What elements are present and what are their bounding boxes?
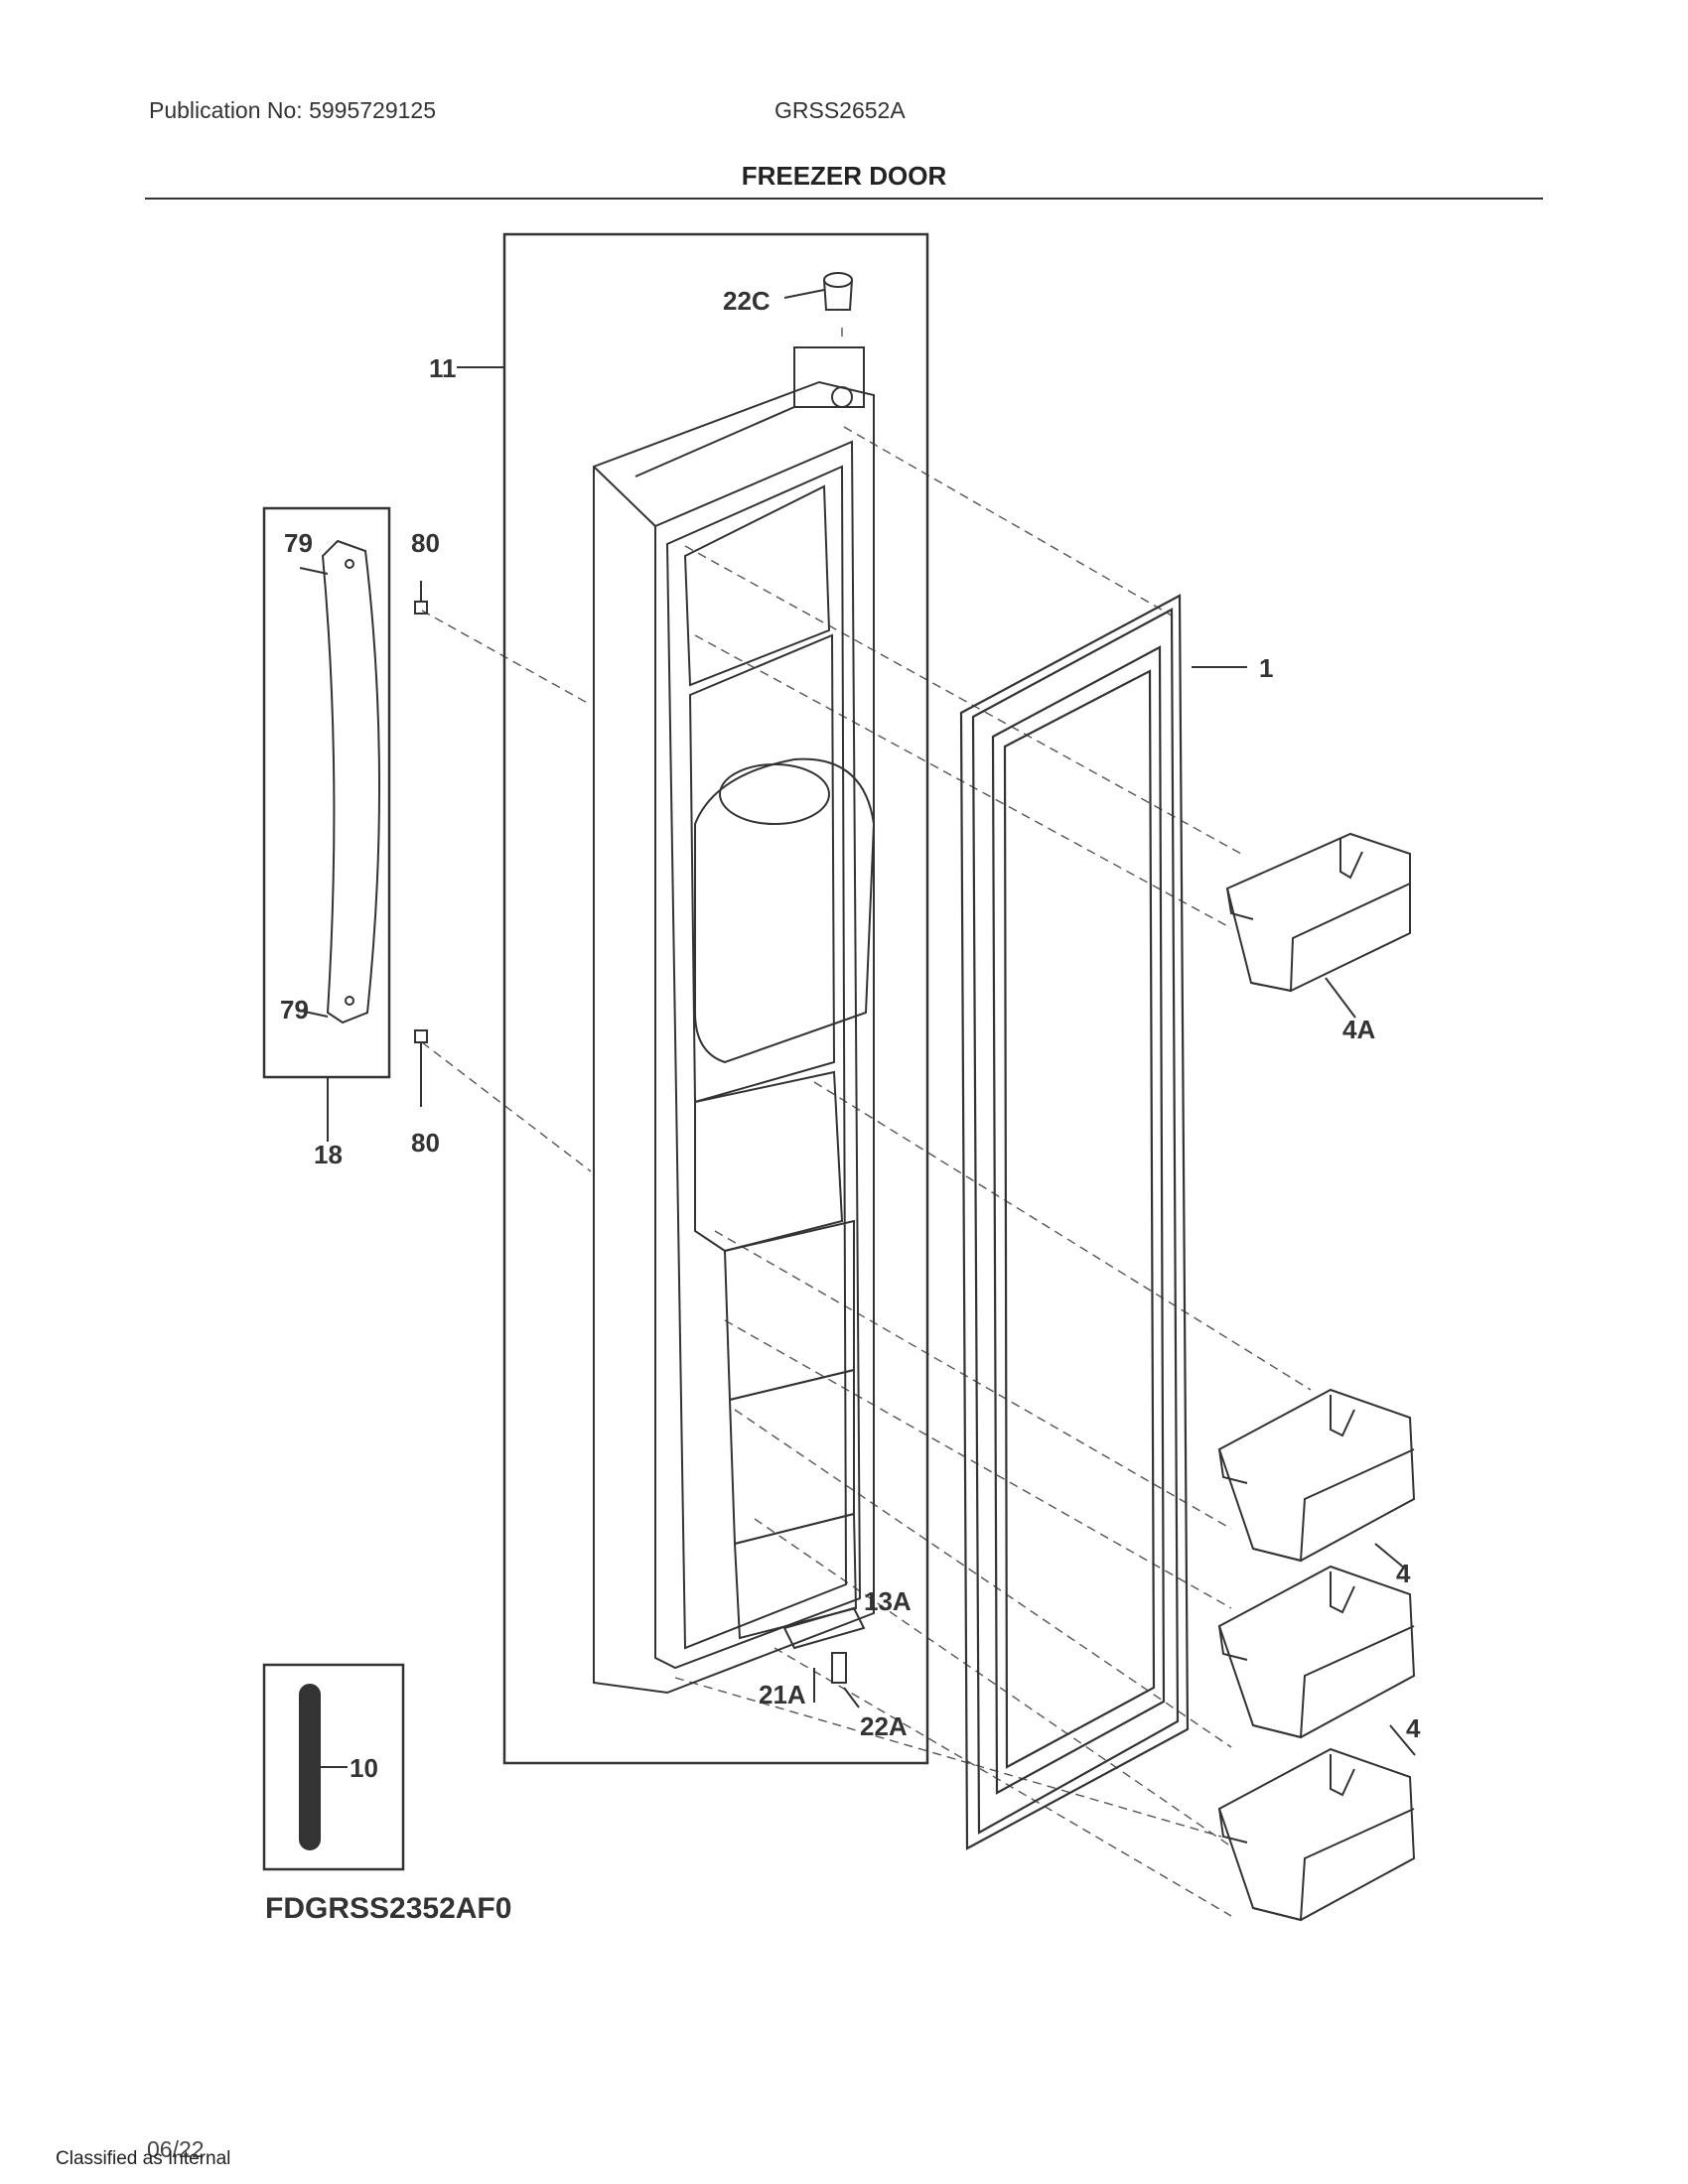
callout-22a: 22A (860, 1711, 908, 1741)
callout-4a: 4A (1342, 1015, 1375, 1044)
callout-10: 10 (350, 1753, 378, 1783)
door-bin-4-middle (1217, 1565, 1416, 1739)
callout-11: 11 (429, 353, 457, 383)
callout-22c: 22C (723, 286, 771, 316)
callout-79-bottom: 79 (280, 995, 309, 1024)
door-assembly-box (502, 232, 929, 1765)
callout-80-bottom: 80 (411, 1128, 440, 1158)
door-bin-4a (1225, 832, 1411, 1019)
classification-label: Classified as Internal (56, 2148, 231, 2169)
door-body (593, 346, 876, 1695)
hinge-hardware (782, 1606, 866, 1708)
seal-strip (299, 1684, 321, 1850)
model-number: GRSS2652A (774, 97, 906, 123)
door-handle (321, 539, 380, 1024)
publication-number: Publication No: 5995729125 (149, 97, 437, 123)
title-divider (145, 198, 1543, 200)
door-gasket (959, 594, 1190, 1850)
door-bin-4-upper (1217, 1388, 1416, 1563)
diagram-code: FDGRSS2352AF0 (265, 1892, 512, 1925)
cap-22c (783, 272, 853, 311)
door-bin-4-lower (1217, 1747, 1416, 1922)
callout-4-middle: 4 (1406, 1713, 1421, 1743)
callout-21a: 21A (759, 1680, 806, 1709)
page-title: FREEZER DOOR (741, 161, 947, 191)
callout-80-top: 80 (411, 528, 440, 558)
publication-date: 06/22 (147, 2136, 205, 2162)
callout-1: 1 (1259, 653, 1273, 683)
callout-18: 18 (314, 1140, 343, 1169)
seal-box (262, 1663, 405, 1871)
callout-4-upper: 4 (1396, 1559, 1411, 1588)
callout-13a: 13A (864, 1586, 912, 1616)
callout-79-top: 79 (284, 528, 313, 558)
